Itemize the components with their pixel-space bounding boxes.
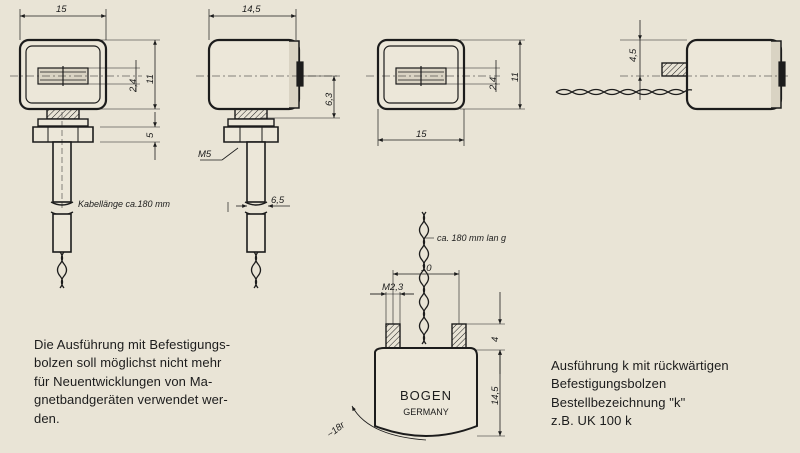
note-line: den.	[34, 410, 60, 426]
dim-v4-offset: 4,5	[628, 48, 639, 62]
cable-long-label: ca. 180 mm lan g	[437, 233, 506, 243]
note-bolt-version: Die Ausführung mit Befestigungs- bolzen …	[34, 336, 304, 428]
cable-length-label: Kabellänge ca.180 mm	[78, 199, 171, 209]
view-front-with-bolt	[10, 9, 160, 289]
dim-v3-height: 11	[510, 72, 521, 82]
dim-v3-gap: 2,4	[488, 77, 499, 91]
dim-v1-height: 11	[145, 74, 156, 84]
note-line: Befestigungsbolzen	[551, 376, 667, 392]
view-side-with-bolt	[196, 9, 340, 289]
view-version-k	[351, 211, 505, 441]
dim-k-stud: 4	[490, 337, 501, 342]
note-line: Die Ausführung mit Befestigungs-	[34, 337, 231, 352]
note-version-k: Ausführung k mit rückwärtigen Befestigun…	[551, 357, 796, 431]
view-side-rear-bolt	[555, 20, 790, 111]
dim-v1-mount: 5	[145, 132, 156, 138]
dim-k-radius: ~18r	[325, 419, 348, 440]
dim-v2-width: 14,5	[242, 4, 261, 15]
dim-k-thread: M2,3	[382, 282, 404, 293]
dim-v2-thread: M5	[198, 149, 212, 160]
dim-v2-height: 6,3	[324, 92, 335, 106]
dim-v1-width: 15	[56, 4, 67, 15]
country-label: GERMANY	[403, 407, 449, 417]
note-line: bolzen soll möglichst nicht mehr	[34, 355, 222, 371]
note-line: Bestellbezeichnung "k"	[551, 394, 686, 410]
dim-k-height: 14,5	[490, 386, 501, 405]
dim-k-spacing: 10	[421, 263, 432, 274]
note-line: z.B. UK 100 k	[551, 413, 632, 429]
note-line: Ausführung k mit rückwärtigen	[551, 358, 729, 373]
view-front-no-bolt	[366, 38, 525, 146]
dim-v2-nut: 6,5	[271, 195, 285, 206]
note-line: für Neuentwicklungen von Ma-	[34, 373, 213, 389]
dim-v3-width: 15	[416, 129, 427, 140]
note-line: gnetbandgeräten verwendet wer-	[34, 392, 228, 408]
brand-label: BOGEN	[400, 388, 452, 403]
dim-v1-gap: 2,4	[128, 79, 139, 93]
